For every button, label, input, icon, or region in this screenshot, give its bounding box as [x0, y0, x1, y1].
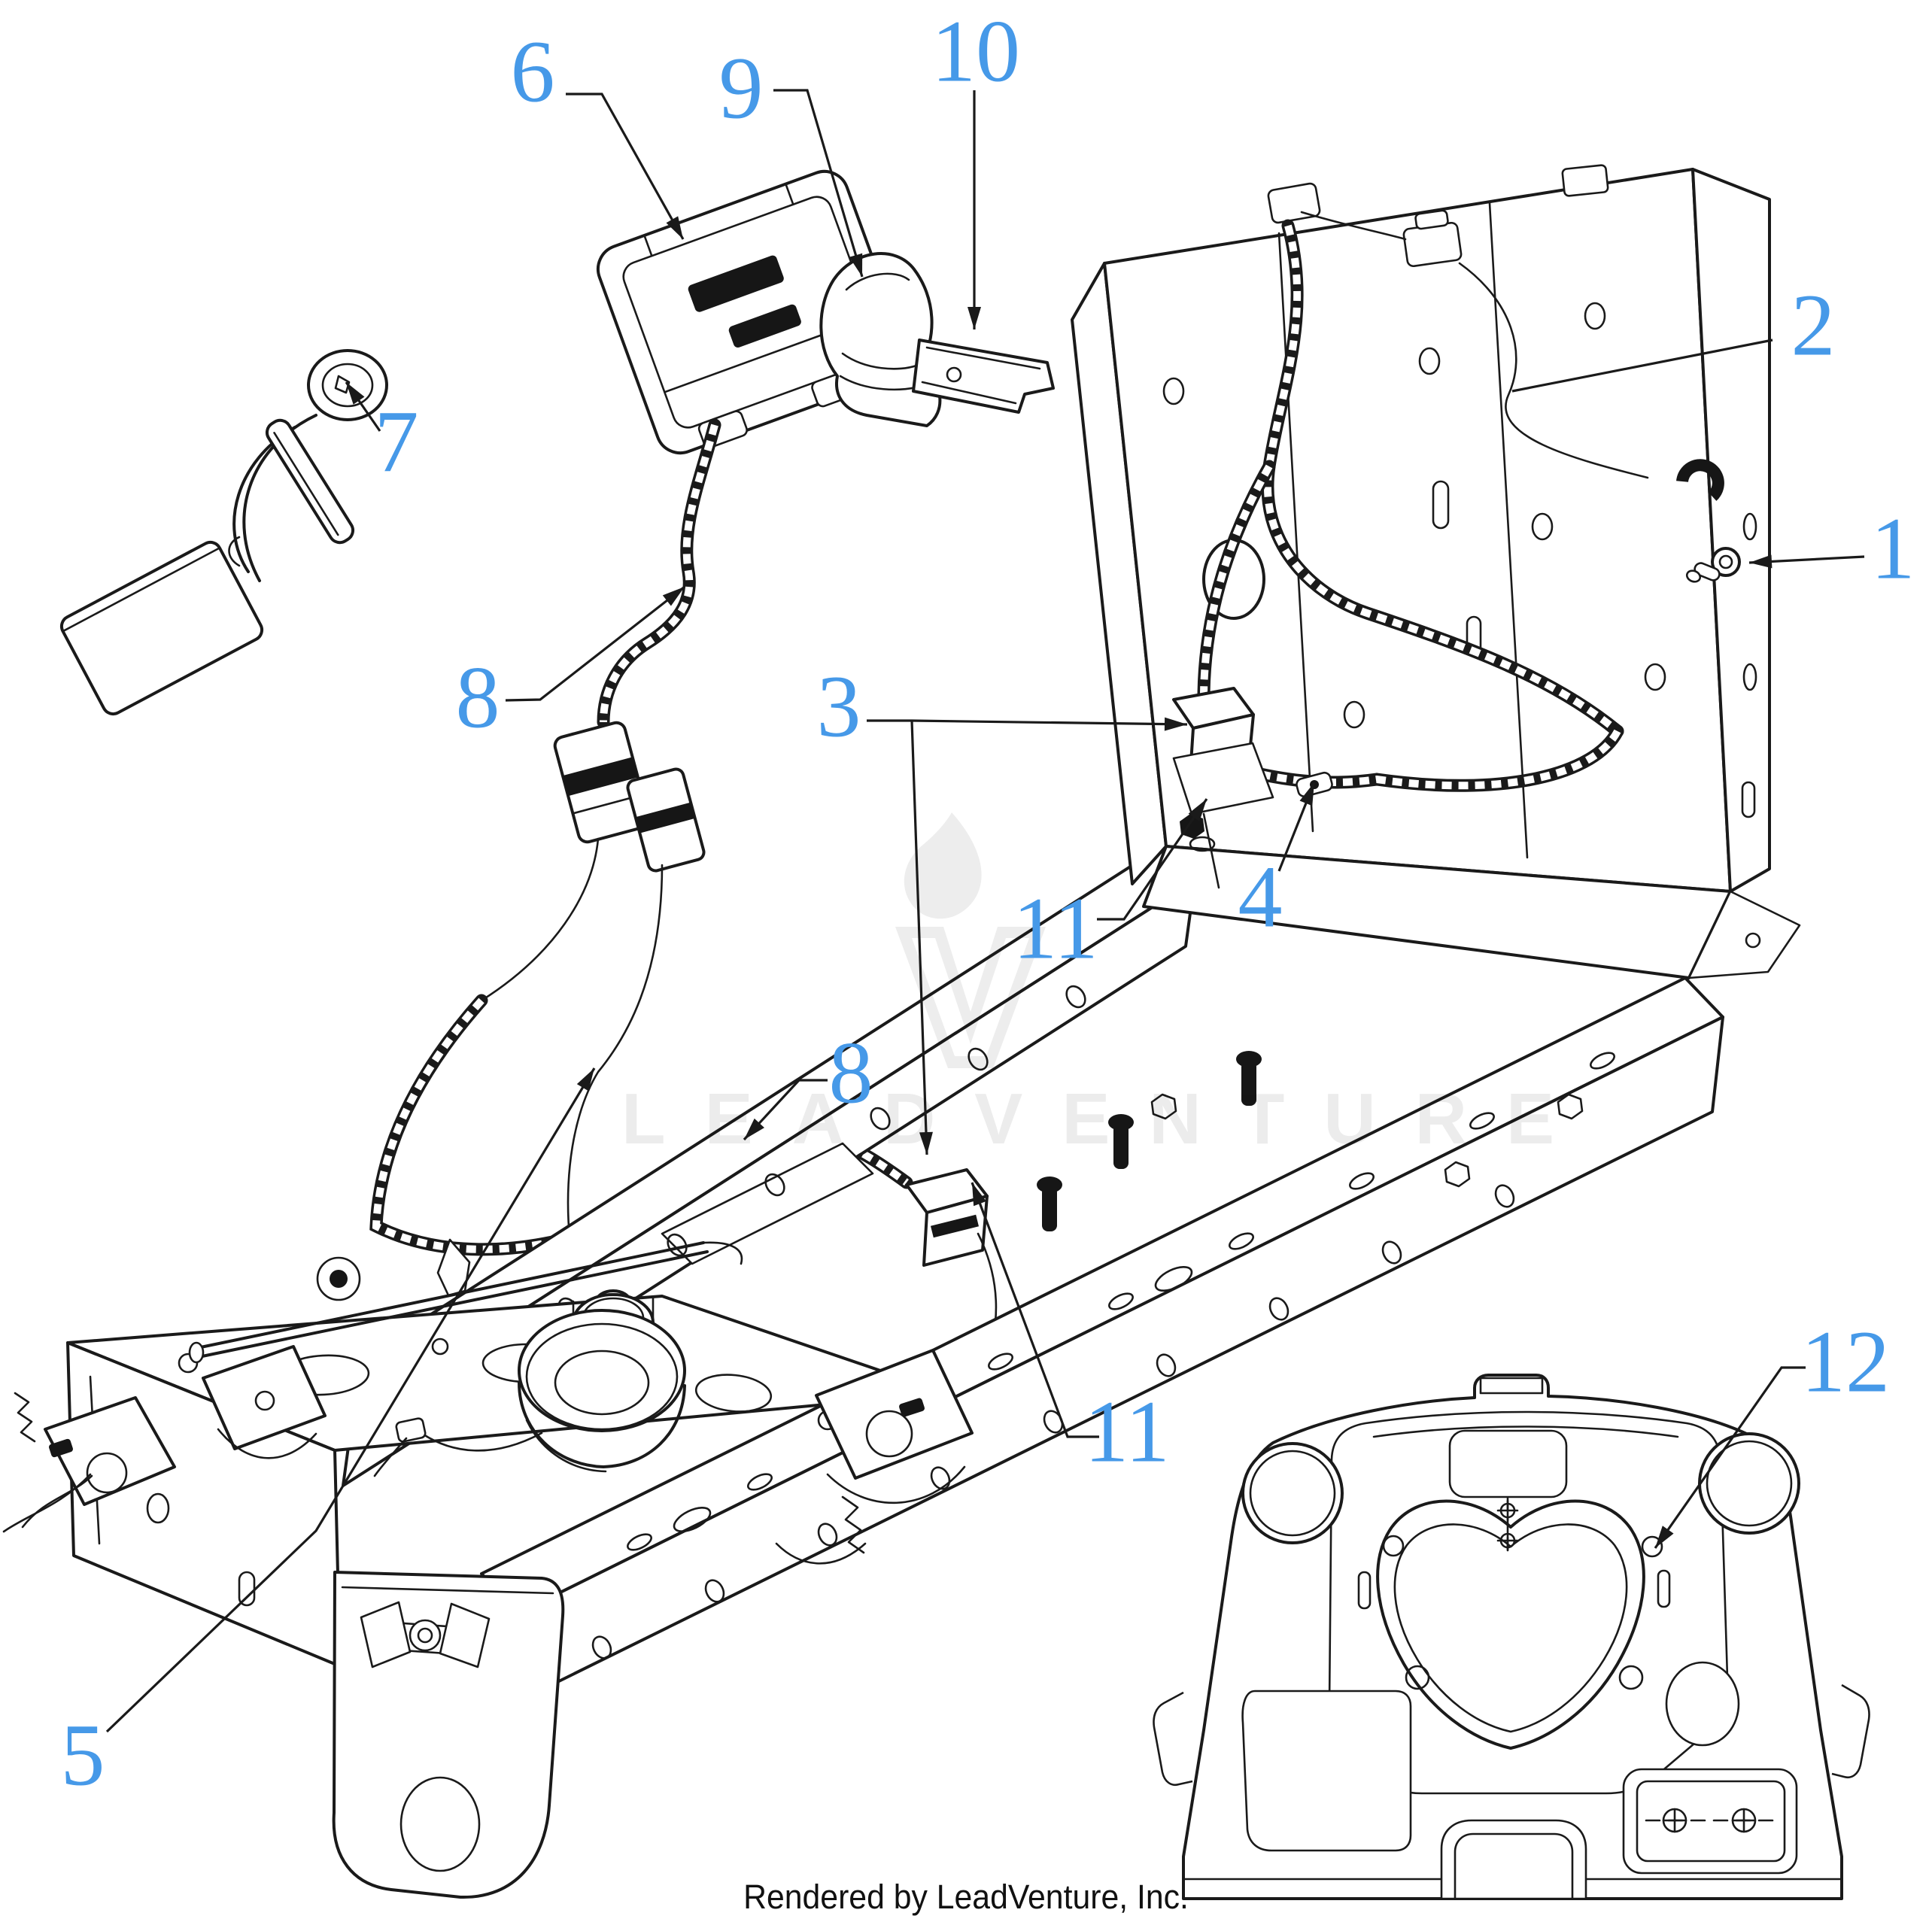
callout-1: 1	[1870, 499, 1915, 598]
leader-arrowhead-8	[744, 1118, 764, 1140]
callout-11: 11	[1084, 1382, 1170, 1481]
leader-arrowhead-12	[1655, 1526, 1674, 1548]
callout-8: 8	[828, 1023, 873, 1122]
leader-arrowhead-3	[1164, 717, 1187, 731]
leader-arrowhead-9	[849, 253, 863, 277]
watermark-text: LEADVENTURE	[621, 1079, 1594, 1159]
callout-3: 3	[816, 657, 861, 756]
leader-line-11	[1097, 798, 1208, 921]
push-pin-fastener	[1685, 547, 1741, 583]
leader-arrowhead-11	[1188, 799, 1207, 821]
leader-arrowhead-6	[666, 216, 683, 239]
leader-line-2	[1511, 339, 1773, 393]
footer-credit: Rendered by LeadVenture, Inc.	[743, 1878, 1189, 1916]
leader-arrowhead-3	[919, 1131, 933, 1155]
leader-arrowhead-1	[1749, 554, 1773, 569]
connector-housing-part6	[596, 169, 909, 455]
callout-2: 2	[1791, 275, 1836, 375]
tower-wiring-harness	[1197, 211, 1649, 798]
callout-7: 7	[374, 392, 419, 491]
callout-9: 9	[718, 38, 764, 138]
leader-arrowhead-4	[1299, 782, 1314, 806]
front-hanger-bracket	[332, 1571, 565, 1899]
hex-nuts	[1150, 1093, 1584, 1188]
leader-arrowhead-7	[346, 382, 365, 405]
rear-frame-tower	[1071, 164, 1801, 979]
left-brake-assemblies	[2, 1256, 361, 1533]
callout-5: 5	[60, 1705, 105, 1805]
callout-6: 6	[510, 22, 555, 121]
callout-11: 11	[1013, 879, 1098, 978]
tower-switch-bracket	[1172, 687, 1274, 889]
dash-panel	[1153, 1374, 1870, 1900]
upper-harness-part8	[480, 418, 721, 1280]
right-brake-assembly	[775, 1349, 974, 1565]
leader-arrowhead-5	[576, 1068, 594, 1092]
leader-line-3	[910, 720, 928, 1155]
leader-line-9	[773, 89, 864, 278]
leader-arrowhead-11	[972, 1183, 986, 1207]
leader-line-12	[1654, 1366, 1806, 1549]
callout-4: 4	[1238, 847, 1283, 946]
leader-line-8	[505, 585, 685, 702]
bracket-part10	[912, 339, 1055, 414]
leader-arrowhead-8	[662, 587, 685, 606]
leader-line-8	[743, 1079, 828, 1141]
callout-8: 8	[455, 648, 500, 747]
pto-clutch-pulley	[373, 1289, 686, 1477]
leader-line-6	[566, 93, 685, 240]
callout-12: 12	[1801, 1312, 1890, 1411]
leader-line-5	[105, 1067, 596, 1733]
callout-10: 10	[931, 2, 1020, 101]
leader-arrowhead-10	[968, 307, 981, 329]
leader-line-11	[971, 1182, 1099, 1438]
rail-switch-connector	[905, 1168, 998, 1365]
